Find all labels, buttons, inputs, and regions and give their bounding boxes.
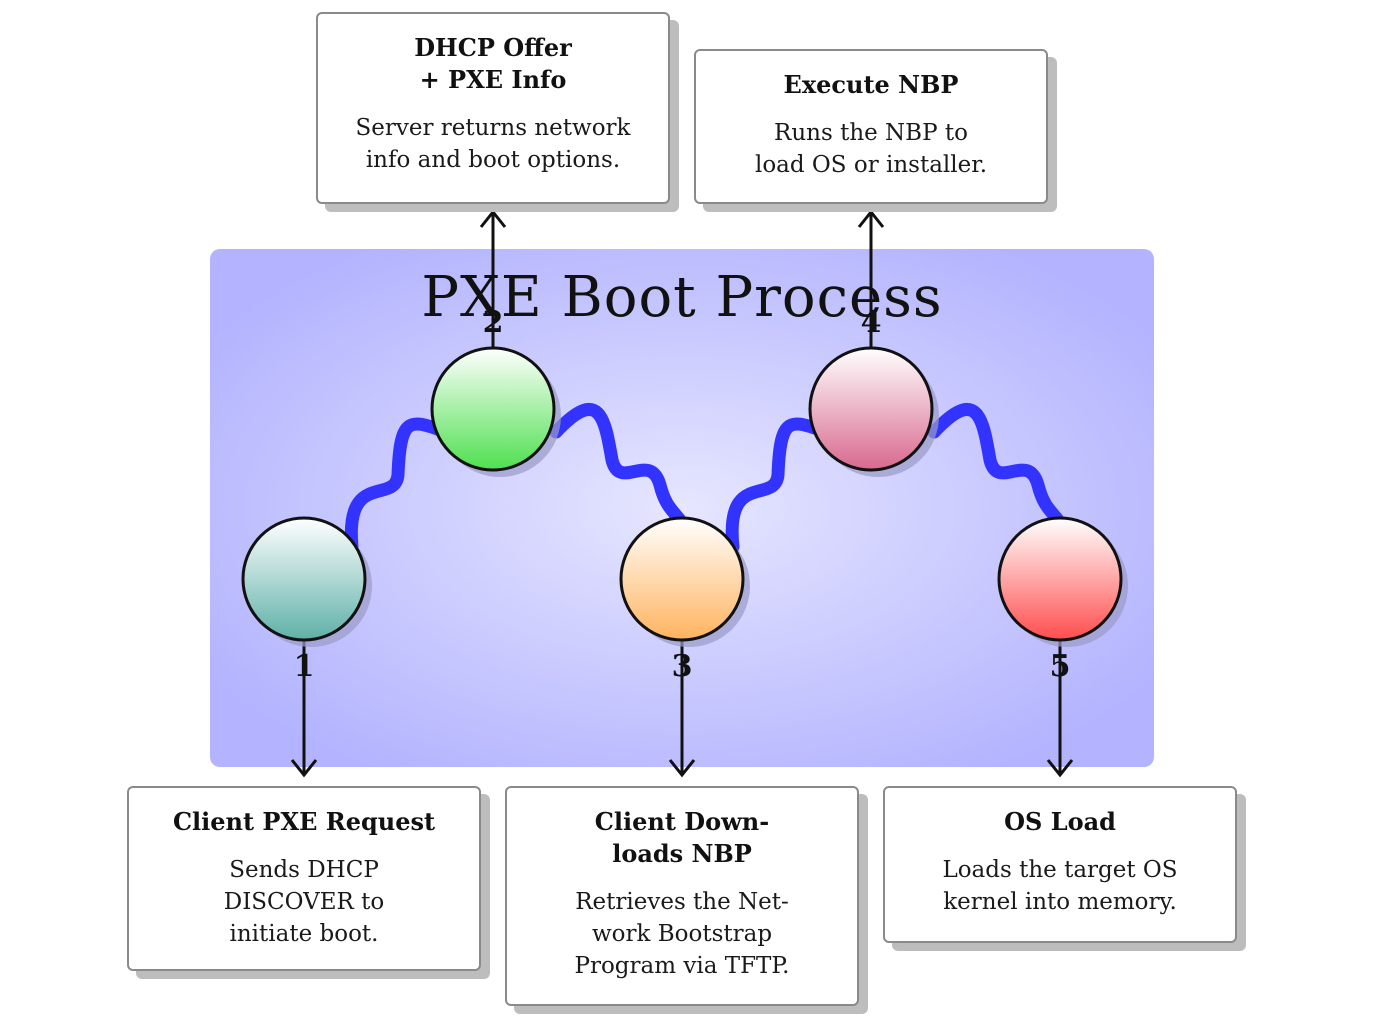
connector-3-4 (725, 417, 827, 554)
step-1-title: Client PXE Request (172, 807, 436, 836)
node-1-number: 1 (293, 649, 315, 684)
node-3-circle (619, 516, 745, 642)
diagram-title: PXE Boot Process (421, 265, 943, 330)
step-2-title: DHCP Offer + PXE Info (414, 33, 572, 94)
node-5-circle (997, 516, 1123, 642)
arrowhead-1 (290, 759, 318, 778)
node-4-number: 4 (860, 305, 882, 340)
step-2-description: Server returns network info and boot opt… (355, 115, 631, 173)
node-2-circle (430, 346, 556, 472)
step-5-title: OS Load (1004, 807, 1116, 836)
connector-4-5 (927, 403, 1065, 527)
node-5-number: 5 (1049, 649, 1071, 684)
arrowhead-2 (479, 209, 507, 228)
step-3-box: Client Down- loads NBP Retrieves the Net… (505, 786, 859, 1006)
arrowhead-5 (1046, 759, 1074, 778)
step-3-title: Client Down- loads NBP (594, 807, 770, 868)
connector-1-2 (344, 417, 447, 554)
step-4-box: Execute NBP Runs the NBP to load OS or i… (694, 49, 1048, 204)
connector-2-3 (549, 403, 687, 527)
step-3-description: Retrieves the Net- work Bootstrap Progra… (574, 889, 790, 979)
step-5-description: Loads the target OS kernel into memory. (942, 857, 1178, 915)
arrowhead-4 (857, 209, 885, 228)
node-3-number: 3 (671, 649, 693, 684)
step-2-box: DHCP Offer + PXE Info Server returns net… (316, 12, 670, 204)
step-4-title: Execute NBP (783, 70, 959, 99)
step-5-box: OS Load Loads the target OS kernel into … (883, 786, 1237, 943)
node-1-circle (241, 516, 367, 642)
step-1-description: Sends DHCP DISCOVER to initiate boot. (223, 857, 385, 947)
node-4-circle (808, 346, 934, 472)
arrowhead-3 (668, 759, 696, 778)
node-2-number: 2 (482, 305, 504, 340)
step-4-description: Runs the NBP to load OS or installer. (754, 120, 988, 178)
step-1-box: Client PXE Request Sends DHCP DISCOVER t… (127, 786, 481, 971)
